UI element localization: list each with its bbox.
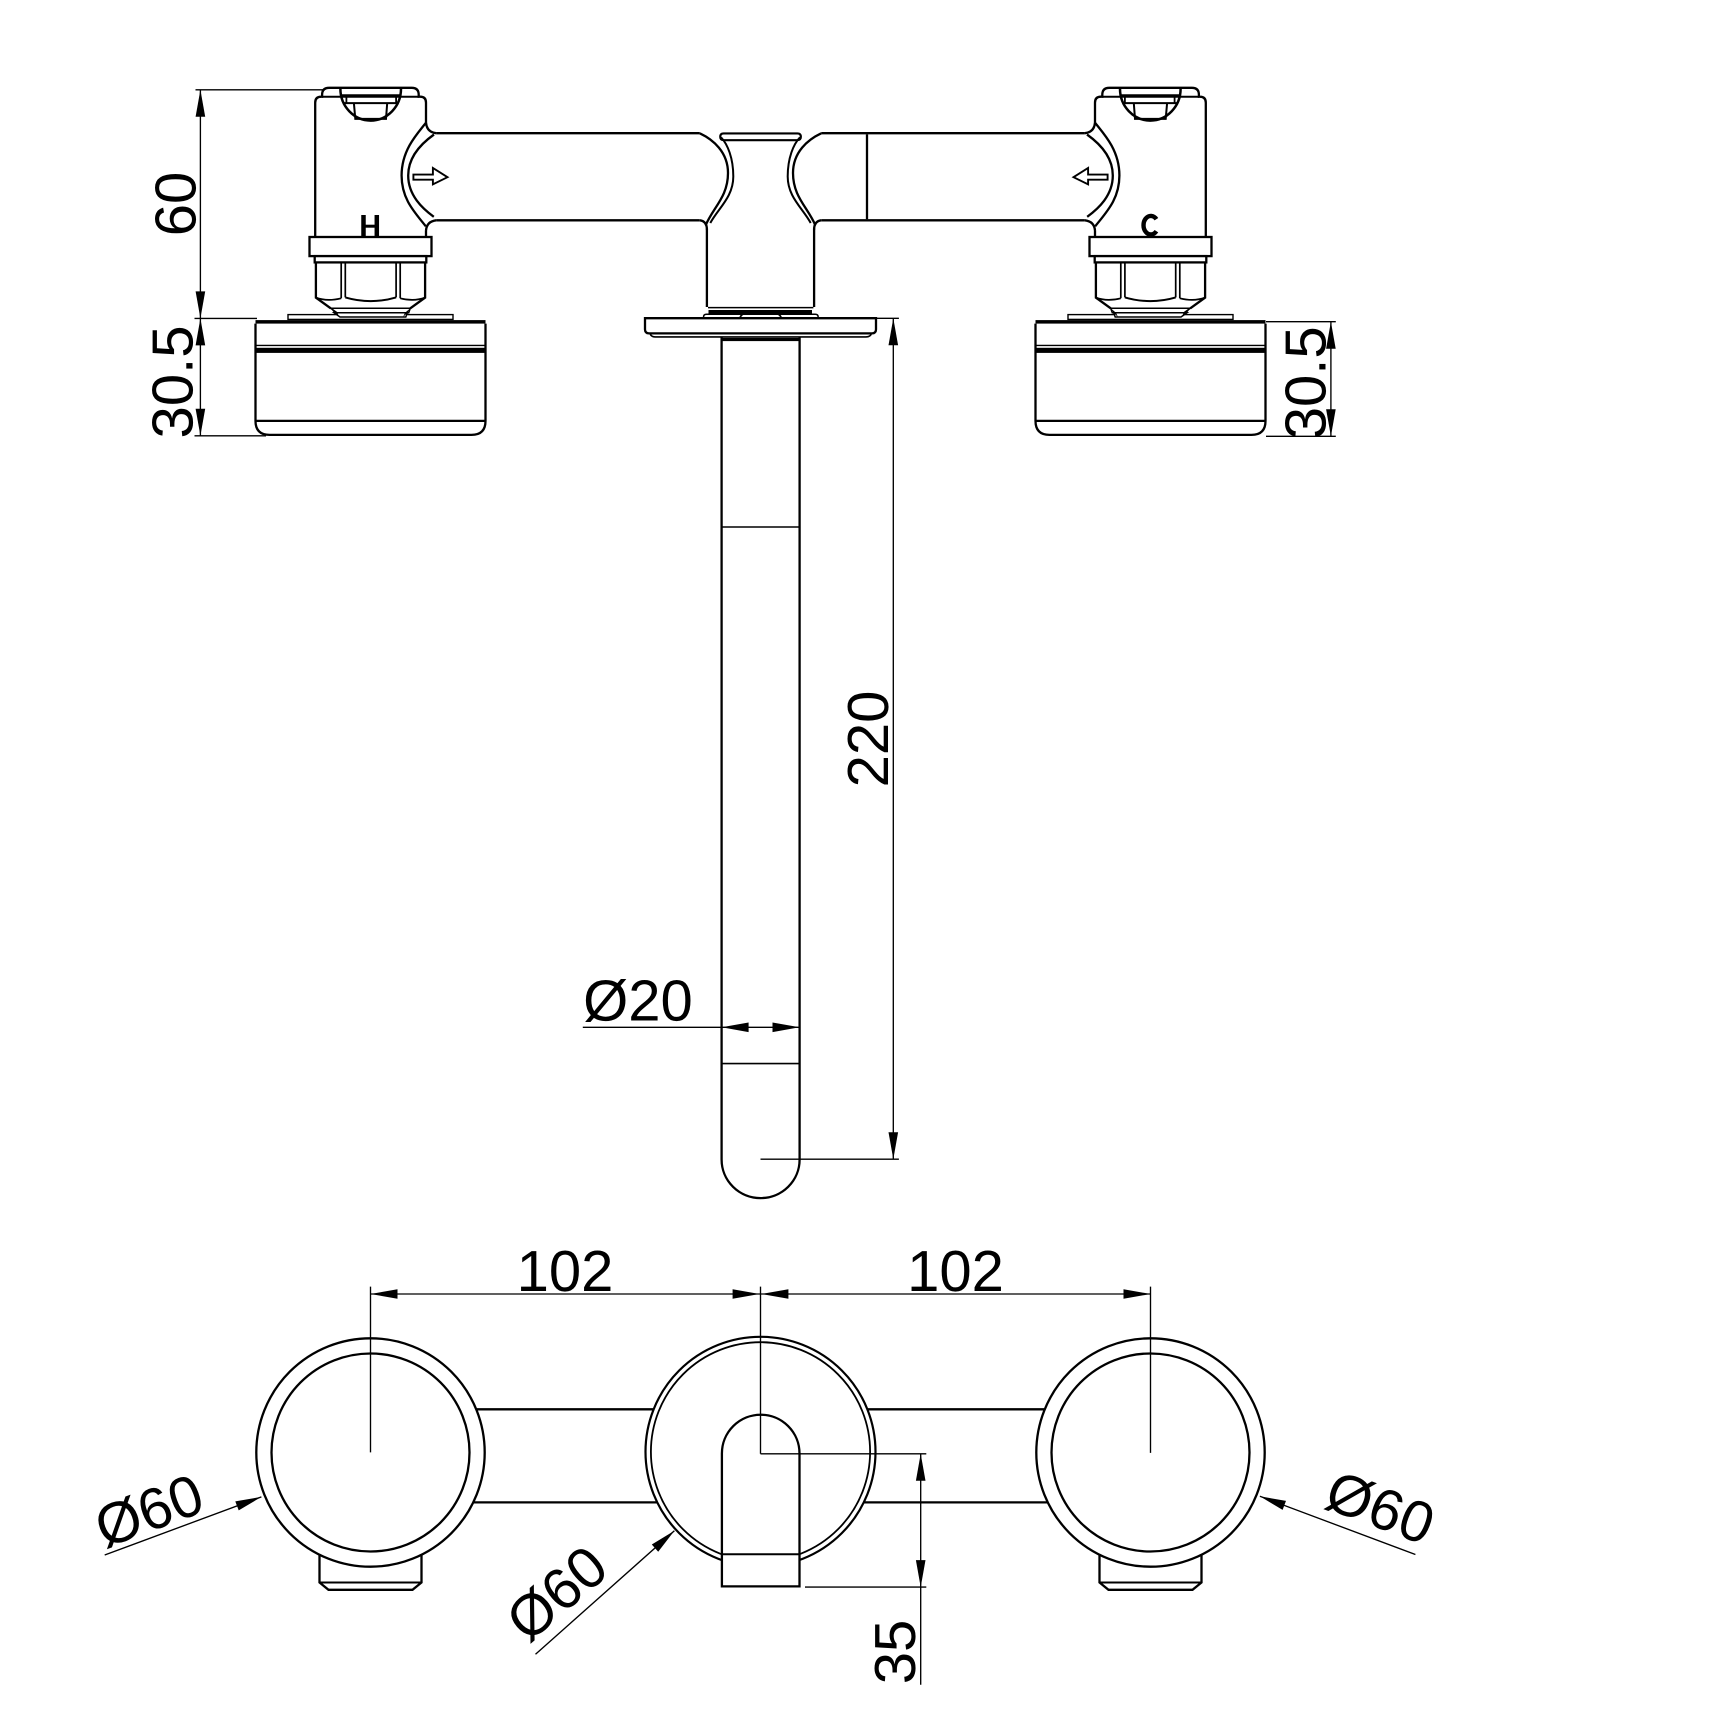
svg-text:30.5: 30.5 [141,326,206,439]
svg-text:102: 102 [907,1239,1004,1304]
svg-text:30.5: 30.5 [1273,326,1338,439]
svg-text:60: 60 [143,172,208,237]
svg-text:Ø20: Ø20 [583,968,693,1033]
svg-text:220: 220 [836,691,901,788]
svg-text:102: 102 [517,1239,614,1304]
svg-text:35: 35 [863,1620,928,1685]
